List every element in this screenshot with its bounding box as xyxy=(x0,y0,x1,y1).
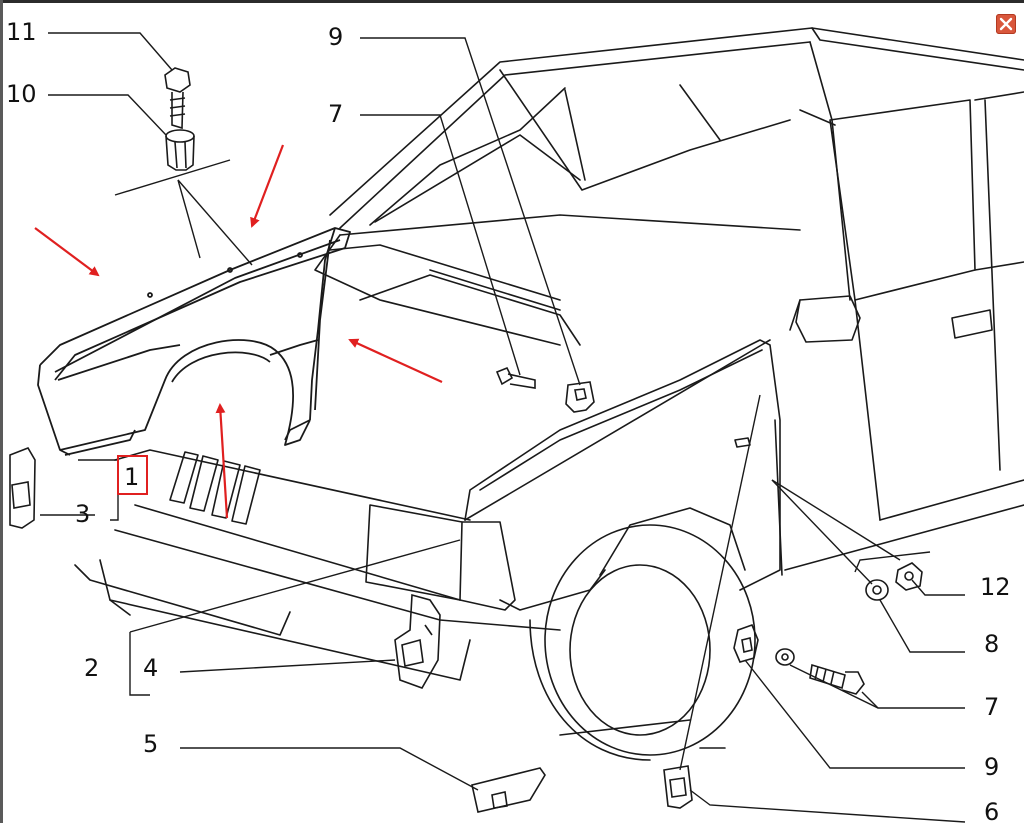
callout-11: 11 xyxy=(6,18,37,46)
bracket-part-3 xyxy=(9,447,36,529)
clip-part-bottom xyxy=(733,623,759,663)
arrow-bottom xyxy=(215,403,229,519)
callout-7-bottom: 7 xyxy=(984,693,999,721)
arrow-right xyxy=(348,338,443,384)
arrow-top xyxy=(250,144,285,228)
clip-part-top xyxy=(565,381,595,413)
callout-9-top: 9 xyxy=(328,23,343,51)
callout-10: 10 xyxy=(6,80,37,108)
leader-lines xyxy=(40,32,966,823)
callout-7-top: 7 xyxy=(328,100,343,128)
close-button[interactable] xyxy=(996,14,1016,34)
nut-part-12 xyxy=(895,562,923,591)
callout-9-bottom: 9 xyxy=(984,753,999,781)
bracket-part-5 xyxy=(471,767,546,813)
callout-6: 6 xyxy=(984,798,999,823)
close-icon xyxy=(999,17,1013,31)
clip-nut-part xyxy=(165,129,195,171)
bolt-part-bottom xyxy=(775,648,865,695)
washer-part-8 xyxy=(865,579,889,601)
callout-4: 4 xyxy=(143,654,158,682)
bolt-part-top xyxy=(495,366,536,389)
clip-part-6 xyxy=(663,765,693,809)
highlight-arrows xyxy=(34,144,443,519)
car-body-outline xyxy=(74,27,1024,761)
window-left-border xyxy=(0,0,3,823)
callout-5: 5 xyxy=(143,730,158,758)
bolt-part xyxy=(164,67,191,130)
window-top-border xyxy=(0,0,1024,3)
callout-2: 2 xyxy=(84,654,99,682)
callout-1: 1 xyxy=(124,463,139,491)
part-1-highlight-box xyxy=(117,455,148,495)
callout-3: 3 xyxy=(75,500,90,528)
arrow-left-top xyxy=(34,227,100,277)
front-fender-part xyxy=(37,227,351,456)
callout-8: 8 xyxy=(984,630,999,658)
callout-12: 12 xyxy=(980,573,1011,601)
bracket-part-4 xyxy=(394,593,441,689)
